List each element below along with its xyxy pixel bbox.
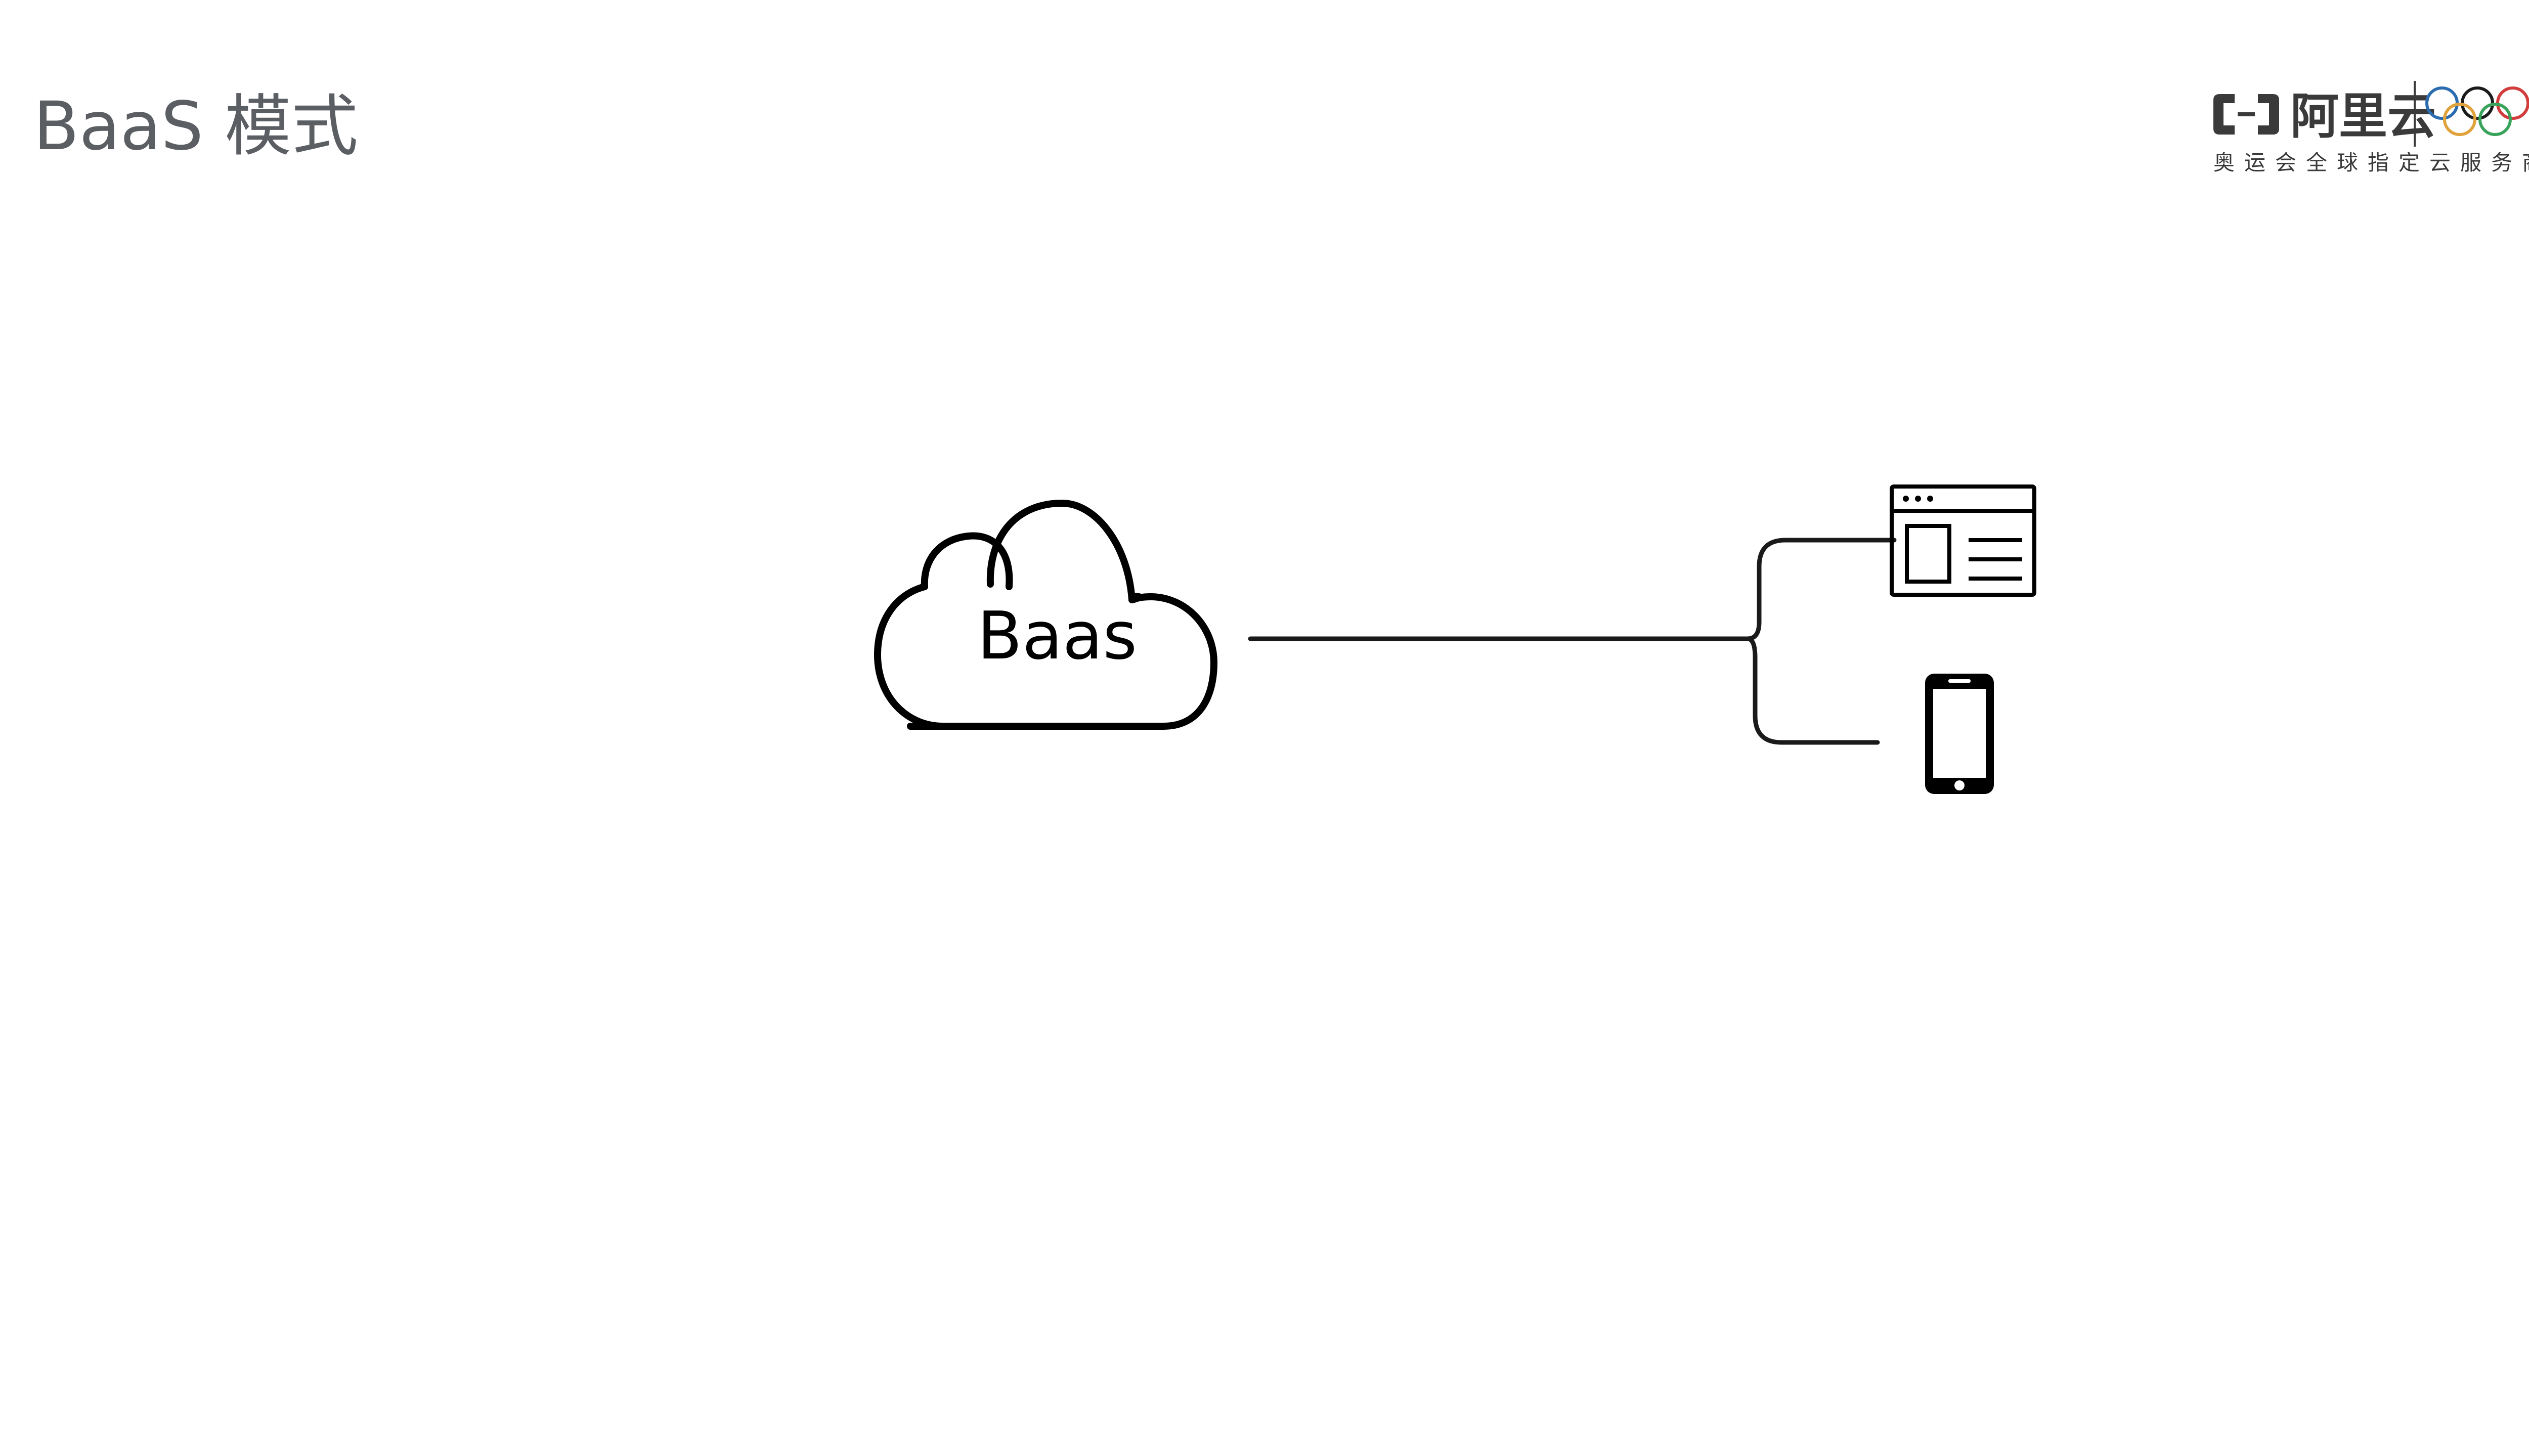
browser-window-icon xyxy=(1890,484,2036,597)
ring-yellow xyxy=(2443,103,2476,136)
logo-divider xyxy=(2414,81,2416,147)
cloud-label: Baas xyxy=(977,597,1137,674)
branch-to-phone xyxy=(1745,636,1880,745)
olympic-rings-icon xyxy=(2425,86,2529,136)
brand-name: 阿里云 xyxy=(2290,88,2436,145)
logo-slogan: 奥运会全球指定云服务商 xyxy=(2213,150,2529,175)
connector-lines xyxy=(1248,538,1897,745)
cloud-icon xyxy=(874,500,1217,730)
aliyun-bracket-icon xyxy=(2213,94,2279,135)
branch-to-browser xyxy=(1745,538,1897,641)
smartphone-icon xyxy=(1925,674,1994,794)
ring-green xyxy=(2478,103,2512,136)
aliyun-logo: 阿里云 奥运会全球指定云服务商 xyxy=(2195,71,2529,192)
slide-title: BaaS 模式 xyxy=(33,87,359,165)
